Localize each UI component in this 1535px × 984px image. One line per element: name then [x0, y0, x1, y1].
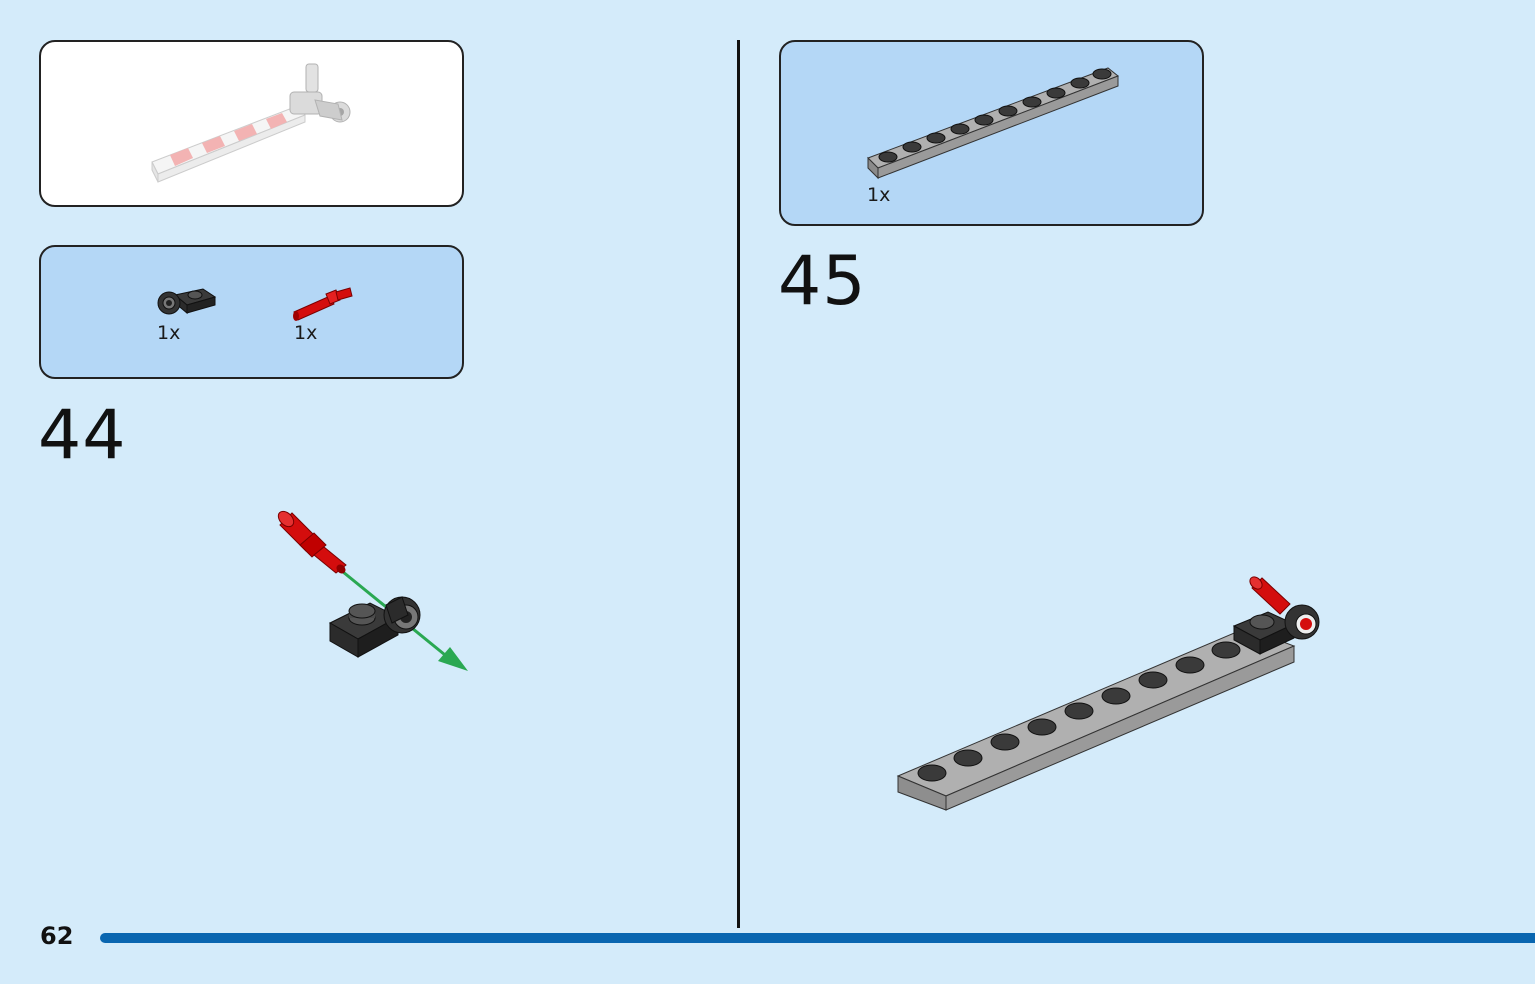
part-quantity-3: 1x	[867, 184, 891, 206]
step-45-assembly-illustration-icon	[896, 576, 1320, 811]
step-number-45: 45	[778, 242, 867, 321]
parts-list-panel-step-44	[39, 245, 464, 379]
page-number: 62	[40, 922, 74, 950]
part-quantity-2: 1x	[294, 322, 318, 344]
gray-1x10-plate-part-icon	[867, 67, 1119, 180]
red-pin-axle-part-icon	[293, 287, 353, 321]
black-plate-with-clip-part-icon	[157, 288, 217, 315]
page-progress-bar	[100, 933, 1535, 943]
barrier-arm-preview-icon	[151, 63, 351, 183]
part-quantity-1: 1x	[157, 322, 181, 344]
step-44-assembly-illustration-icon	[277, 510, 468, 671]
step-number-44: 44	[38, 396, 127, 475]
page-divider	[737, 40, 740, 928]
